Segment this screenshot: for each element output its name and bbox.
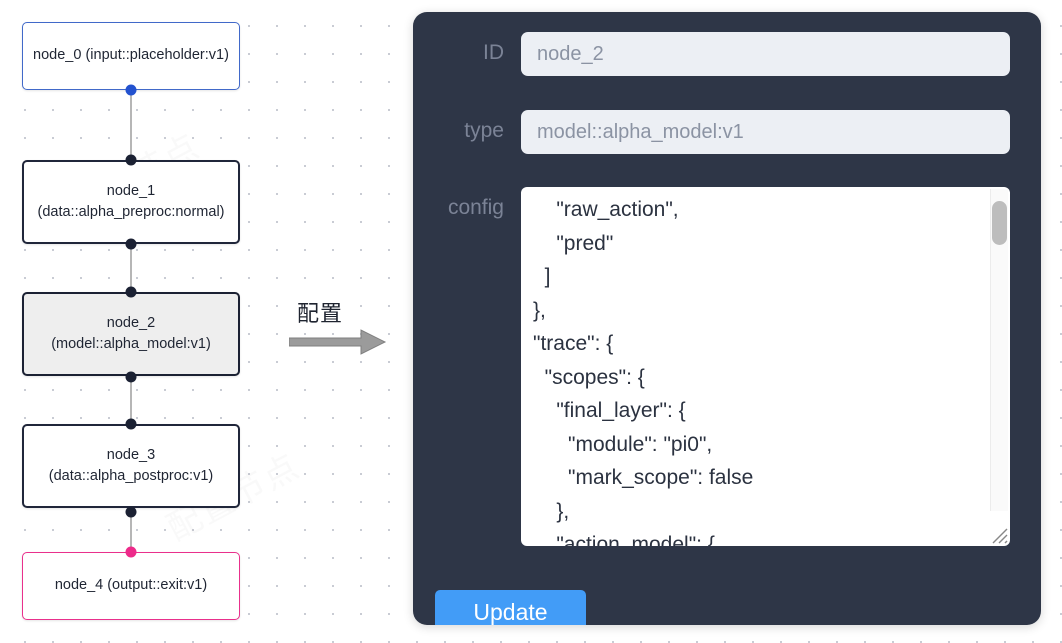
edge-2-3: [130, 376, 132, 420]
config-field-label: config: [447, 196, 504, 219]
arrow-label: 配置: [297, 302, 344, 327]
type-field-label: type: [464, 119, 504, 142]
edge-3-4: [130, 512, 132, 552]
node-config-panel: ID type config "raw_action", "pred" ] },…: [413, 12, 1041, 625]
field-row-id: ID: [413, 32, 1010, 76]
update-button[interactable]: Update: [435, 590, 586, 625]
graph-node-node_3[interactable]: node_3 (data::alpha_postproc:v1): [22, 424, 240, 508]
edge-0-1: [130, 90, 132, 162]
node-handle-output-node_2[interactable]: [125, 371, 137, 383]
graph-node-node_1[interactable]: node_1 (data::alpha_preproc:normal): [22, 160, 240, 244]
config-scrollbar-thumb[interactable]: [992, 201, 1007, 245]
node-handle-output-node_3[interactable]: [125, 506, 137, 518]
node-handle-output-node_1[interactable]: [125, 238, 137, 250]
edge-1-2: [130, 243, 132, 293]
config-scrollbar-track[interactable]: [990, 189, 1008, 511]
graph-node-node_2[interactable]: node_2 (model::alpha_model:v1): [22, 292, 240, 376]
config-textarea[interactable]: "raw_action", "pred" ] }, "trace": { "sc…: [521, 187, 1010, 546]
field-row-type: type: [413, 110, 1010, 154]
node-handle-input-node_3[interactable]: [125, 418, 137, 430]
right-arrow-icon: [289, 329, 387, 355]
graph-node-label: node_3 (data::alpha_postproc:v1): [48, 446, 214, 484]
type-input[interactable]: [521, 110, 1010, 154]
graph-node-node_4[interactable]: node_4 (output::exit:v1): [22, 552, 240, 620]
graph-node-label: node_1 (data::alpha_preproc:normal): [37, 182, 225, 220]
id-field-label: ID: [483, 41, 504, 64]
graph-node-label: node_0 (input::placeholder:v1): [33, 47, 229, 64]
configure-annotation: 配置: [289, 296, 399, 358]
node-handle-input-node_4[interactable]: [125, 546, 137, 558]
node-handle-input-node_1[interactable]: [125, 154, 137, 166]
graph-node-label: node_4 (output::exit:v1): [54, 577, 208, 594]
graph-node-label: node_2 (model::alpha_model:v1): [51, 314, 211, 352]
field-row-config: config "raw_action", "pred" ] }, "trace"…: [413, 187, 1010, 546]
node-handle-input-node_2[interactable]: [125, 286, 137, 298]
graph-node-node_0[interactable]: node_0 (input::placeholder:v1): [22, 22, 240, 90]
resize-handle-icon[interactable]: [988, 524, 1009, 545]
node-handle-output-node_0[interactable]: [125, 84, 137, 96]
config-editor: "raw_action", "pred" ] }, "trace": { "sc…: [521, 187, 1010, 546]
id-input[interactable]: [521, 32, 1010, 76]
